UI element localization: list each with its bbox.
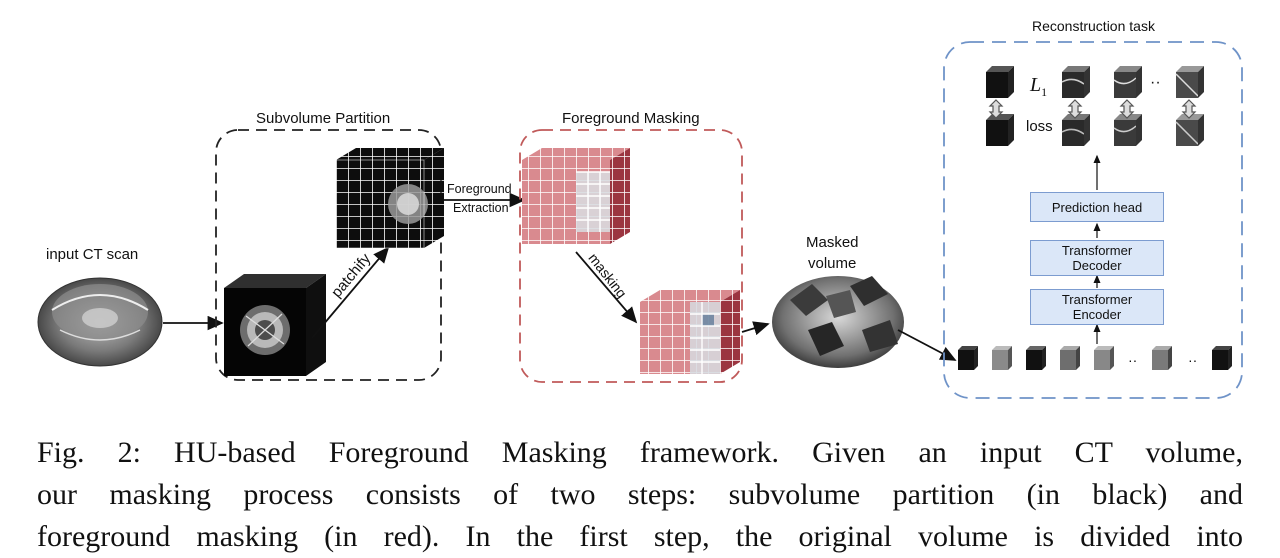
caption-line-3: foreground masking (in red). In the firs… [37, 520, 1243, 553]
loss-label: loss [1026, 118, 1053, 135]
transformer-decoder-block: Transformer Decoder [1030, 240, 1164, 276]
decoder-label-line1: Transformer [1061, 243, 1133, 258]
red-cube-masked [640, 290, 740, 374]
decoder-label-line2: Decoder [1072, 258, 1122, 273]
target-cubes [986, 66, 1204, 146]
transformer-encoder-block: Transformer Encoder [1030, 289, 1164, 325]
subvolume-partition-box [215, 129, 442, 381]
foreground-masking-box [519, 129, 743, 383]
encoder-label-line2: Encoder [1072, 307, 1122, 322]
masked-volume-line2: volume [808, 255, 857, 272]
l1-symbol: L1 [1030, 74, 1047, 100]
arrow-to-tokens [897, 329, 957, 361]
arrow-to-masked-volume [741, 321, 770, 336]
double-arrows [988, 99, 1197, 119]
l1-subscript: 1 [1041, 85, 1048, 99]
arrow-patchify [311, 246, 390, 339]
patchified-cube [335, 148, 444, 249]
foreground-extraction-line2: Extraction [453, 201, 509, 215]
caption-line-2: our masking process consists of two step… [37, 478, 1243, 511]
input-ct-label: input CT scan [46, 246, 139, 263]
framework-figure: input CT scan Subvolume Partition patchi… [37, 18, 1243, 399]
foreground-masking-title: Foreground Masking [558, 110, 704, 127]
foreground-extraction-line1: Foreground [447, 182, 512, 196]
masked-volume [772, 276, 904, 368]
ellipsis-tokens-2: ·· [1188, 352, 1198, 368]
input-ct-volume [37, 277, 163, 367]
black-cube [224, 274, 326, 376]
token-sequence [958, 346, 1232, 370]
encoder-label-line1: Transformer [1061, 292, 1133, 307]
reconstruction-task-title: Reconstruction task [1028, 18, 1159, 34]
ellipsis-top: ·· [1150, 74, 1161, 91]
ellipsis-tokens-1: ·· [1128, 352, 1138, 368]
caption-line-1: Fig. 2: HU-based Foreground Masking fram… [37, 436, 1243, 469]
arrow-masking [575, 251, 638, 324]
subvolume-partition-title: Subvolume Partition [252, 110, 395, 127]
figure-caption: Fig. 2: HU-based Foreground Masking fram… [37, 432, 1243, 558]
reconstruction-task-box [943, 41, 1243, 399]
masked-volume-line1: Masked [806, 234, 859, 251]
red-cube-top [522, 148, 630, 244]
prediction-head-label: Prediction head [1051, 199, 1143, 215]
prediction-head-block: Prediction head [1030, 192, 1164, 222]
l1-letter: L [1030, 74, 1042, 96]
figure-graphics [37, 41, 1243, 399]
